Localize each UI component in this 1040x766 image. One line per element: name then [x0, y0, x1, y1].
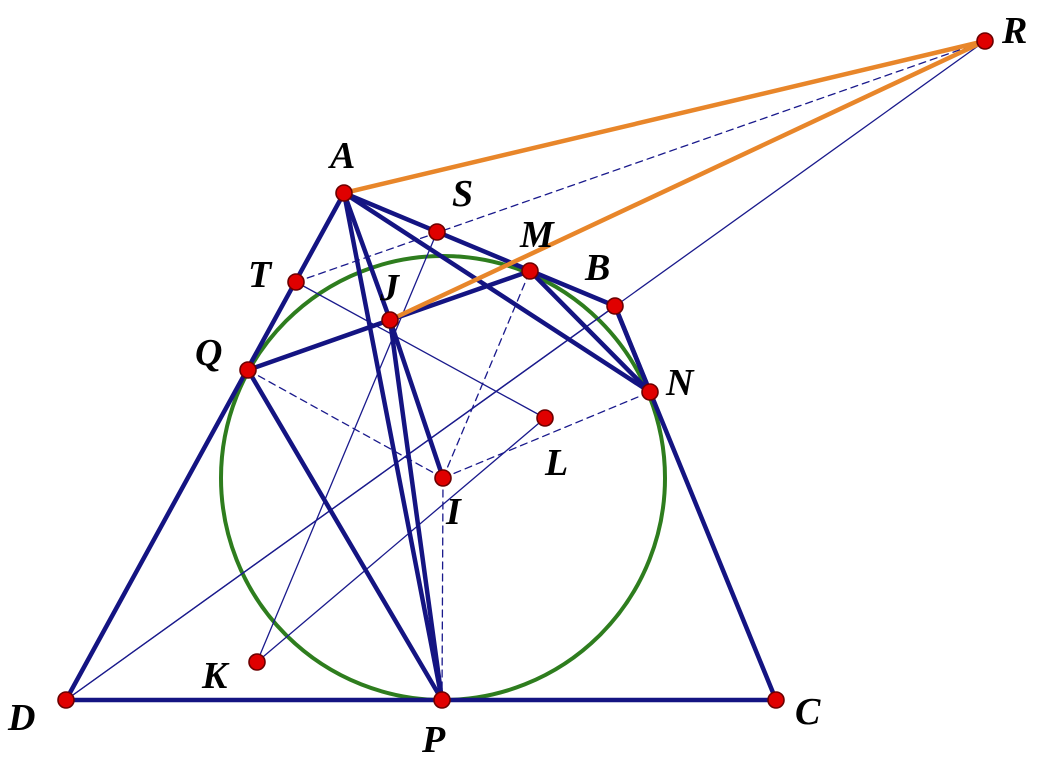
segment-kl	[256, 417, 546, 663]
point-c	[767, 691, 785, 709]
label-i: I	[445, 491, 462, 533]
segment-tr	[295, 40, 986, 283]
label-b: B	[584, 247, 610, 289]
point-q	[239, 361, 257, 379]
label-m: M	[519, 214, 555, 256]
segment-ks	[256, 231, 438, 663]
label-layer: A B C D P Q N M J S T I L K R	[7, 10, 1027, 761]
segment-jm	[387, 268, 533, 323]
point-p	[433, 691, 451, 709]
label-l: L	[544, 442, 568, 484]
label-s: S	[452, 173, 473, 215]
point-n	[641, 383, 659, 401]
point-a	[335, 184, 353, 202]
label-a: A	[328, 135, 355, 177]
label-j: J	[379, 267, 400, 309]
point-s	[428, 223, 446, 241]
label-k: K	[201, 655, 230, 697]
label-t: T	[248, 254, 273, 296]
label-q: Q	[195, 332, 222, 374]
segment-jp	[387, 317, 445, 703]
point-k	[248, 653, 266, 671]
segment-mn	[527, 268, 653, 395]
point-layer	[57, 32, 994, 709]
label-p: P	[421, 719, 446, 761]
segment-ap	[341, 190, 445, 703]
segment-ji	[387, 317, 446, 481]
segment-jr	[387, 38, 988, 323]
segment-in	[442, 391, 651, 479]
label-n: N	[665, 362, 695, 404]
segment-qj	[245, 317, 393, 373]
label-r: R	[1001, 10, 1027, 52]
segment-im	[442, 270, 531, 479]
point-r	[976, 32, 994, 50]
segment-ip	[441, 477, 444, 701]
segment-qp	[245, 367, 445, 703]
label-c: C	[795, 691, 821, 733]
segment-tl	[295, 281, 546, 419]
point-d	[57, 691, 75, 709]
segment-aj	[341, 190, 393, 323]
segment-ab	[341, 190, 618, 309]
point-t	[287, 273, 305, 291]
label-d: D	[7, 697, 35, 739]
point-m	[521, 262, 539, 280]
segment-bn	[612, 303, 653, 395]
segment-ar	[341, 38, 988, 196]
segment-an	[341, 190, 653, 395]
point-l	[536, 409, 554, 427]
point-j	[381, 311, 399, 329]
segment-db	[65, 305, 616, 701]
point-b	[606, 297, 624, 315]
point-i	[434, 469, 452, 487]
